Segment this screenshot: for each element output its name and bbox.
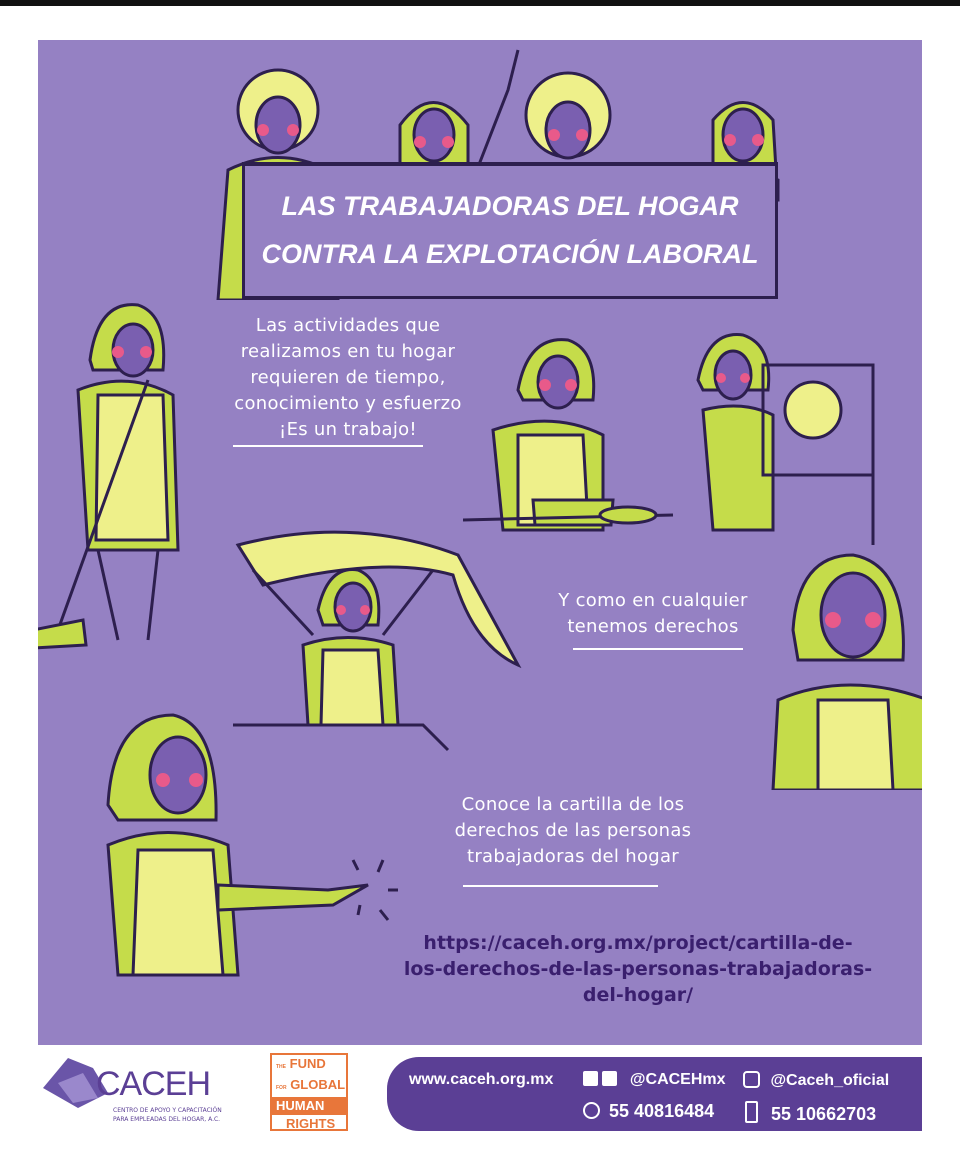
instagram-icon (743, 1071, 760, 1088)
women-cooking-illustration (463, 333, 875, 545)
phone-group[interactable]: 55 10662703 (745, 1101, 876, 1125)
top-bar (0, 0, 960, 6)
mobile-phone-icon (745, 1101, 758, 1123)
facebook-icon (583, 1071, 598, 1086)
title-banner: LAS TRABAJADORAS DEL HOGAR CONTRA LA EXP… (242, 162, 778, 299)
whatsapp-group[interactable]: 55 40816484 (583, 1101, 714, 1122)
whatsapp-icon (583, 1102, 600, 1119)
text-line: derechos de las personas (454, 820, 692, 841)
fund-logo-text: FOR (276, 1085, 287, 1091)
rights-text: Y como en cualquier tenemos derechos (523, 588, 783, 640)
contact-bar: www.caceh.org.mx @CACEHmx @Caceh_oficial… (387, 1057, 922, 1131)
caceh-subtitle-1: CENTRO DE APOYO Y CAPACITACIÓN (113, 1107, 222, 1114)
facebook-twitter-group[interactable]: @CACEHmx (583, 1071, 726, 1089)
fund-global-human-rights-logo: THE FUND FOR GLOBAL HUMAN RIGHTS (270, 1053, 348, 1131)
title-line-2: CONTRA LA EXPLOTACIÓN LABORAL (261, 239, 759, 269)
text-line: Y como en cualquier (558, 590, 748, 611)
underline-decoration (573, 648, 743, 650)
caceh-subtitle-2: PARA EMPLEADAS DEL HOGAR, A.C. (113, 1116, 221, 1123)
underline-decoration (233, 445, 423, 447)
pointing-woman-illustration (106, 713, 398, 977)
smiling-woman-illustration (771, 553, 922, 790)
text-line: ¡Es un trabajo! (279, 419, 417, 440)
woman-shaking-cloth-illustration (233, 530, 522, 752)
phone-number: 55 10662703 (771, 1104, 877, 1124)
woman-sweeping-illustration (38, 303, 180, 650)
underline-decoration (463, 885, 658, 887)
activities-text: Las actividades que realizamos en tu hog… (198, 313, 498, 443)
instagram-handle: @Caceh_oficial (770, 1072, 890, 1089)
poster: LAS TRABAJADORAS DEL HOGAR CONTRA LA EXP… (38, 40, 922, 1045)
fund-logo-text: HUMAN (272, 1097, 346, 1115)
twitter-handle: @CACEHmx (629, 1071, 726, 1088)
text-line: conocimiento y esfuerzo (234, 393, 462, 414)
cartilla-link[interactable]: https://caceh.org.mx/project/cartilla-de… (388, 930, 888, 1008)
fund-logo-text: GLOBAL (290, 1077, 346, 1092)
link-line[interactable]: los-derechos-de-las-personas-trabajadora… (403, 958, 873, 980)
fund-logo-text: RIGHTS (286, 1116, 336, 1131)
link-line[interactable]: del-hogar/ (582, 984, 694, 1006)
text-line: trabajadoras del hogar (466, 846, 680, 867)
text-line: Las actividades que (255, 315, 441, 336)
link-line[interactable]: https://caceh.org.mx/project/cartilla-de… (423, 932, 853, 954)
caceh-wordmark: CACEH (96, 1065, 211, 1103)
text-line: realizamos en tu hogar (240, 341, 456, 362)
whatsapp-number: 55 40816484 (609, 1101, 715, 1121)
text-line: Conoce la cartilla de los (461, 794, 685, 815)
caceh-logo: CACEH CENTRO DE APOYO Y CAPACITACIÓN PAR… (38, 1053, 238, 1128)
title-line-1: LAS TRABAJADORAS DEL HOGAR (281, 191, 739, 221)
fund-logo-text: THE (276, 1064, 286, 1070)
text-line: requieren de tiempo, (250, 367, 446, 388)
text-line: tenemos derechos (567, 616, 739, 637)
cartilla-text: Conoce la cartilla de los derechos de la… (413, 792, 733, 870)
twitter-icon (602, 1071, 618, 1086)
website-link[interactable]: www.caceh.org.mx (409, 1071, 554, 1088)
hands-icon (43, 1058, 108, 1108)
fund-logo-text: FUND (289, 1056, 326, 1071)
instagram-group[interactable]: @Caceh_oficial (743, 1071, 889, 1090)
